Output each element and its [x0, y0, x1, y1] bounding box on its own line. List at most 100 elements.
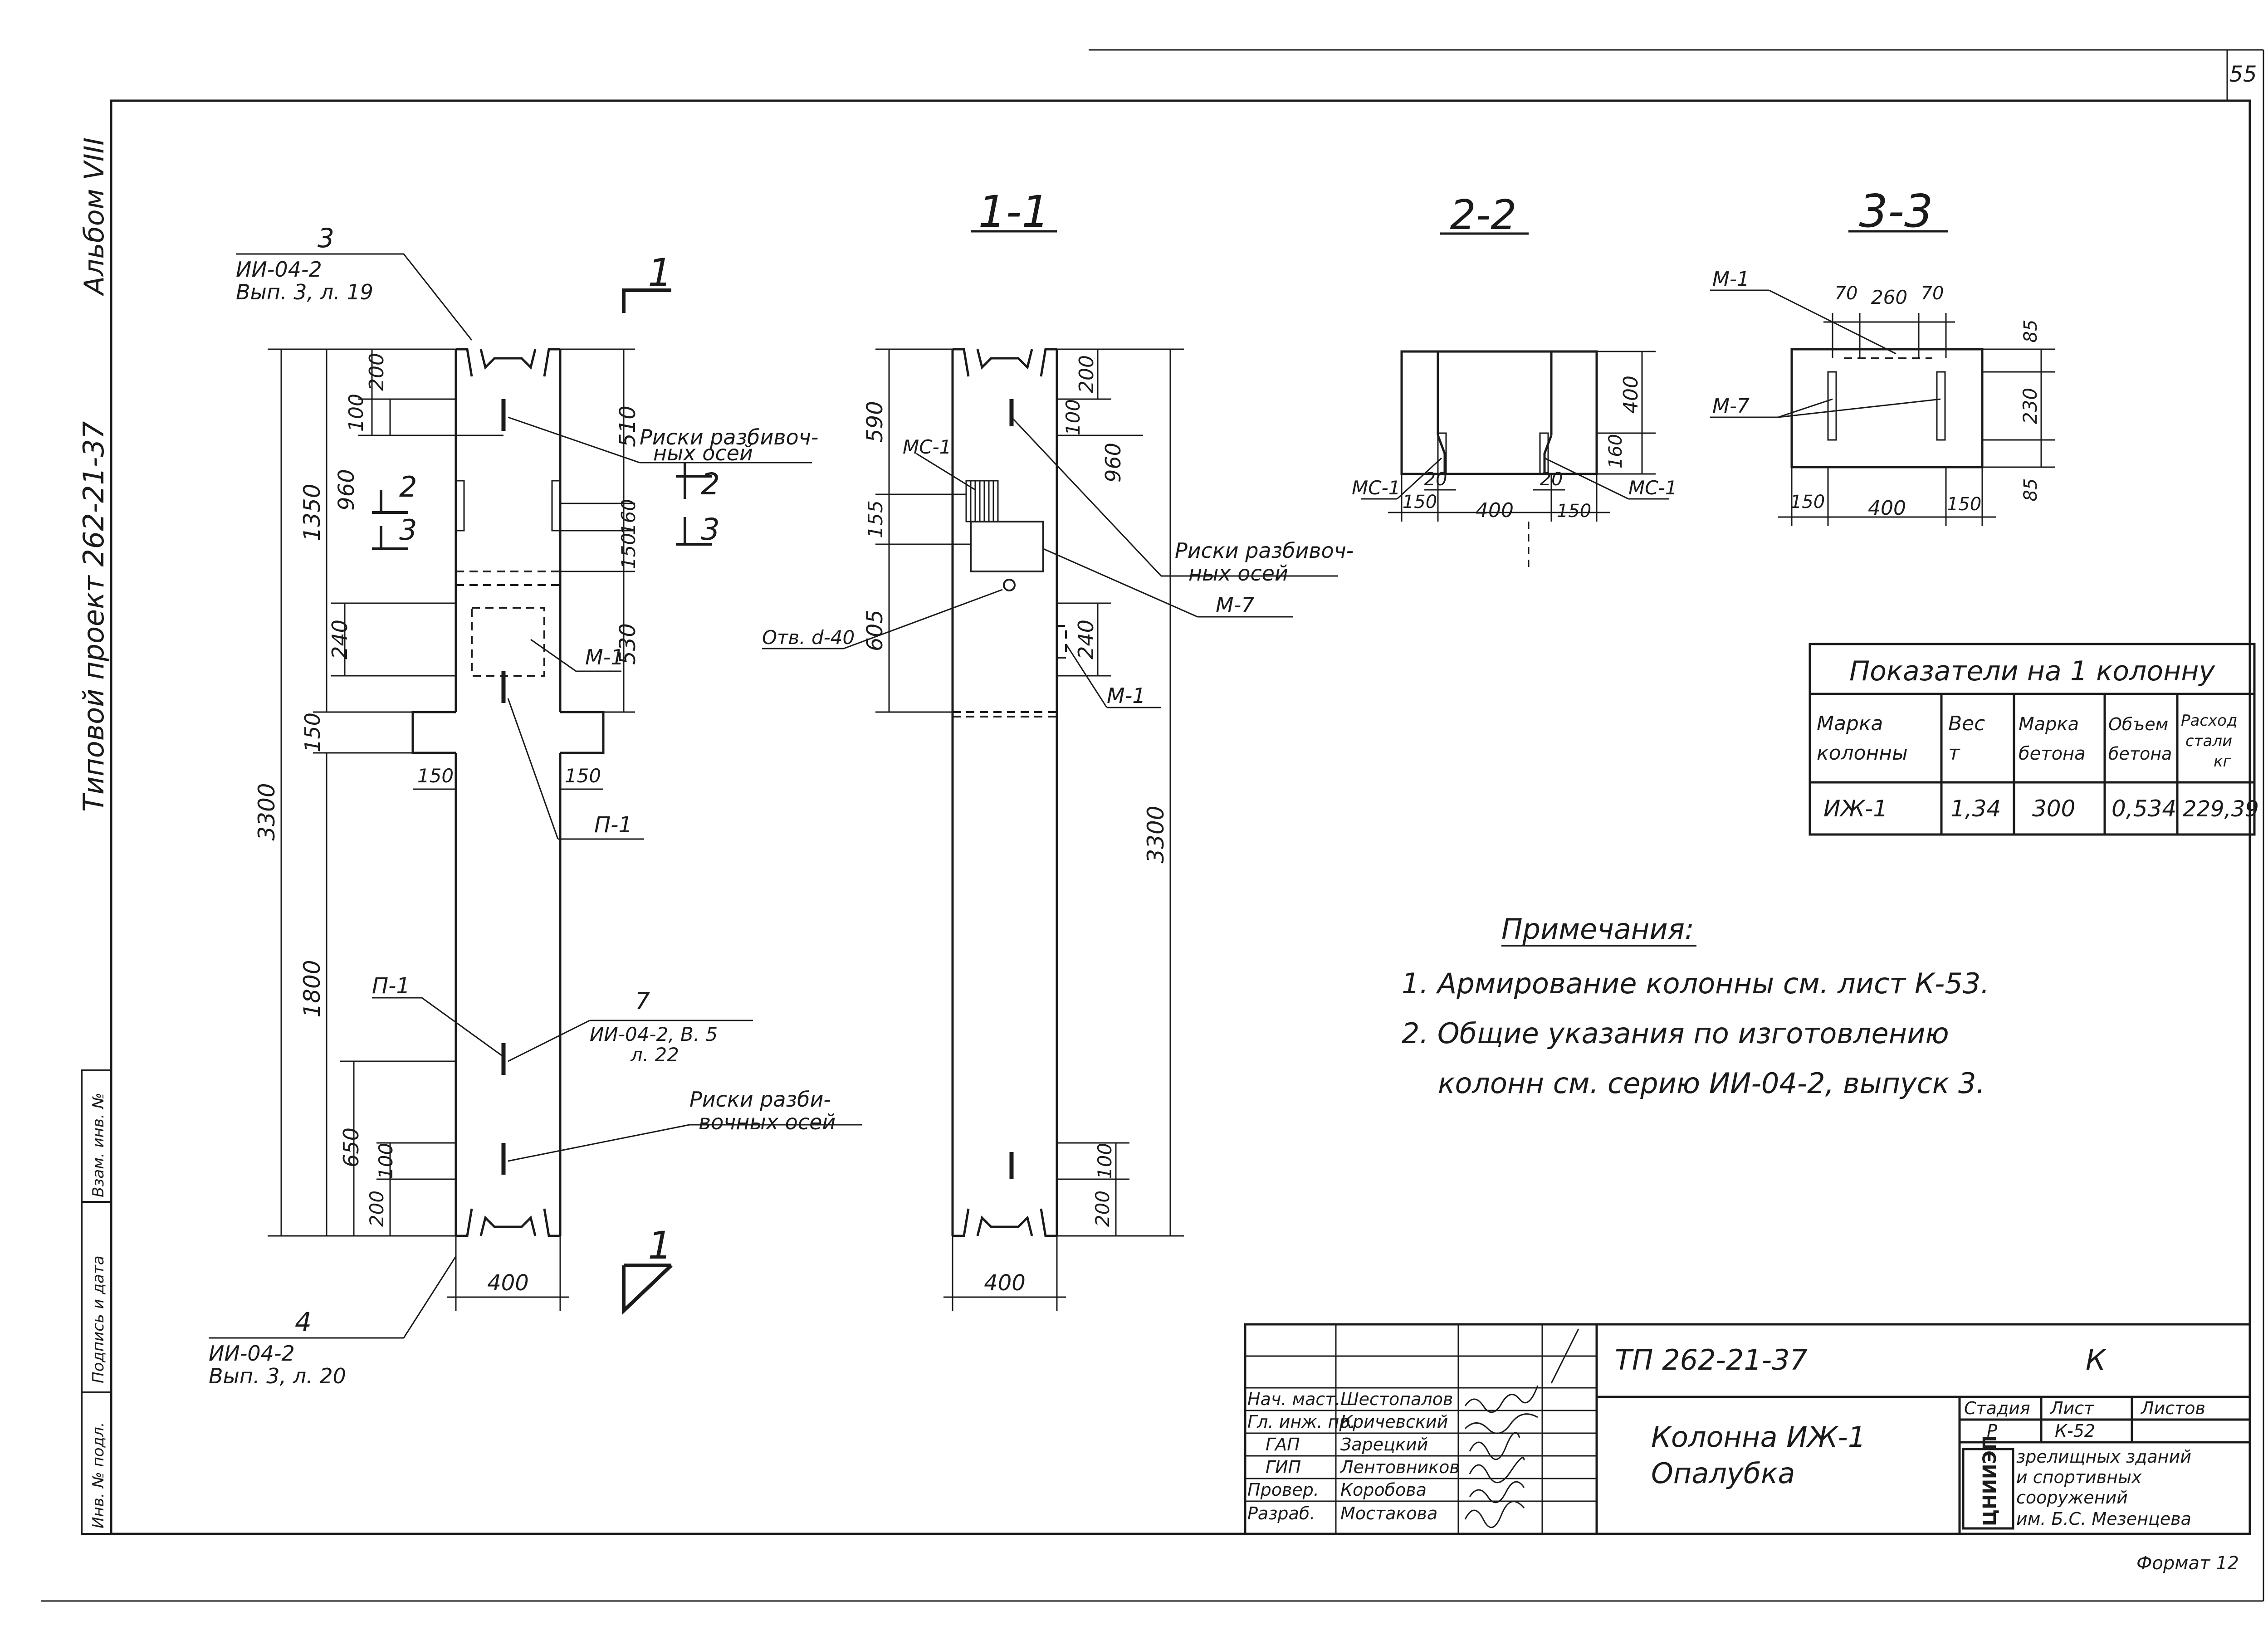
signatures [1464, 1328, 1579, 1528]
album-label: Альбом VIII [78, 137, 110, 297]
dim-650: 650 [339, 1127, 363, 1167]
section-1-1-title: 1-1 [978, 186, 1050, 237]
section-titles: 1-1 2-2 3-3 [971, 185, 1948, 239]
s22-mc1-left: МС-1 [1352, 477, 1400, 499]
org-name-line1: зрелищных зданий [2016, 1447, 2191, 1467]
role-nach-mast: Нач. маст. [1247, 1389, 1341, 1409]
s11-dim-590: 590 [862, 401, 888, 443]
cut-mark-bottom: 1 [648, 1223, 672, 1268]
notes-title: Примечания: [1501, 913, 1694, 946]
s33-dim-85-top: 85 [2020, 320, 2041, 343]
s22-mc1-right: МС-1 [1628, 477, 1677, 499]
format-label: Формат 12 [2136, 1553, 2239, 1574]
s22-dim-400-vertical: 400 [1619, 376, 1642, 414]
dim-3300: 3300 [254, 783, 280, 840]
dim-400-width: 400 [487, 1270, 529, 1296]
s33-dim-70-right: 70 [1921, 283, 1944, 304]
s11-dim-200: 200 [1075, 355, 1098, 393]
s11-dim-240: 240 [1074, 620, 1098, 659]
section-3-3-title: 3-3 [1859, 185, 1933, 238]
sheet-value: К-52 [2055, 1421, 2095, 1441]
left-margin-stamp [81, 1069, 112, 1535]
dim-100-bottom: 100 [375, 1143, 397, 1179]
s22-dim-160: 160 [1605, 434, 1626, 469]
role-gap: ГАП [1266, 1435, 1300, 1454]
dim-150-console-left: 150 [417, 765, 454, 787]
s33-dim-85-bottom: 85 [2020, 478, 2041, 502]
ref-top-line1: ИИ-04-2 [236, 257, 322, 282]
section-3-3: 70 260 70 85 230 85 150 400 150 М-1 М-7 [1710, 268, 2055, 526]
risk-bottom-label-2: вочных осей [699, 1110, 836, 1134]
org-name-line4: им. Б.С. Мезенцева [2016, 1509, 2191, 1529]
name-korobova: Коробова [1340, 1480, 1427, 1500]
stamp-inv-podl: Инв. № подл. [89, 1422, 108, 1528]
org-logo-box [1962, 1448, 2014, 1530]
table-cell-mark: ИЖ-1 [1823, 796, 1887, 822]
s33-dim-150-right: 150 [1947, 494, 1981, 515]
stamp-vzam: Взам. инв. № [89, 1093, 108, 1197]
org-logo: ЦНИИЭП [1980, 1435, 2000, 1526]
ref-bot-num: 4 [295, 1307, 312, 1337]
dim-100: 100 [345, 394, 368, 432]
s11-dim-3300: 3300 [1143, 805, 1169, 863]
table-title: Показатели на 1 колонну [1849, 655, 2216, 687]
dim-530: 530 [615, 623, 640, 665]
dim-1800: 1800 [299, 960, 325, 1017]
table-header-steel: Расход стали кг [2181, 712, 2242, 771]
name-lentovnikov: Лентовников [1339, 1457, 1460, 1477]
sheets-label: Листов [2140, 1398, 2205, 1418]
s11-mc1-label: МС-1 [903, 436, 951, 458]
s33-dim-70-left: 70 [1835, 283, 1858, 304]
stamp-podpis: Подпись и дата [89, 1255, 108, 1383]
sheet-label: Лист [2049, 1398, 2095, 1418]
s11-dim-200-bottom: 200 [1091, 1191, 1114, 1227]
drawing-title-line1: Колонна ИЖ-1 [1651, 1420, 1866, 1454]
s11-dim-605: 605 [862, 610, 888, 651]
table-cell-weight: 1,34 [1950, 796, 2001, 822]
m1-label: М-1 [585, 645, 624, 669]
s11-m1-label: М-1 [1107, 683, 1146, 708]
s22-dim-150-left: 150 [1403, 492, 1437, 512]
section-2-2-title: 2-2 [1450, 191, 1517, 239]
table-header-concrete-grade: Марка бетона [2019, 714, 2086, 764]
s22-dim-20-right: 20 [1540, 469, 1563, 490]
section-2-2: 20 20 150 400 150 400 160 МС-1 МС-1 [1352, 350, 1677, 571]
s11-dim-155: 155 [864, 500, 887, 538]
doc-letter: К [2086, 1343, 2107, 1376]
cut-mark-2-right: 2 [701, 467, 720, 502]
dim-200: 200 [365, 353, 388, 391]
table-cell-steel: 229,39 [2183, 796, 2259, 822]
column-elevation: 3300 1350 1800 150 960 100 200 240 650 1… [209, 223, 862, 1388]
dim-150-cons: 150 [300, 713, 325, 752]
dim-150-right: 150 [617, 533, 640, 569]
project-label: Типовой проект 262-21-37 [77, 421, 110, 812]
s22-dim-20-left: 20 [1424, 469, 1447, 490]
doc-code: ТП 262-21-37 [1615, 1343, 1808, 1376]
s11-dim-400: 400 [984, 1270, 1026, 1296]
dim-200-bottom: 200 [366, 1191, 388, 1227]
s33-dim-150-left: 150 [1790, 492, 1825, 512]
s11-dim-100-bottom: 100 [1094, 1143, 1116, 1179]
role-razrab: Разраб. [1247, 1503, 1315, 1523]
s11-dim-960: 960 [1101, 443, 1125, 483]
name-krichevsky: Кричевский [1340, 1412, 1448, 1432]
risk-top-label-2: ных осей [653, 441, 753, 465]
risk-top-label-1: Риски разбивоч- [640, 425, 818, 449]
org-name-line2: и спортивных [2016, 1467, 2142, 1487]
cut-mark-top: 1 [648, 250, 672, 295]
ref-mid-line1: ИИ-04-2, В. 5 [590, 1023, 718, 1045]
page-number: 55 [2229, 62, 2257, 87]
s33-dim-400: 400 [1868, 497, 1906, 520]
cut-mark-2-left: 2 [399, 470, 417, 503]
table-cell-concrete-grade: 300 [2032, 796, 2075, 822]
table-header-concrete-volume: Объем бетона [2108, 714, 2174, 764]
s11-otv-label: Отв. d-40 [762, 626, 855, 649]
ref-bot-line1: ИИ-04-2 [209, 1341, 295, 1366]
dim-960: 960 [334, 469, 359, 511]
dim-150-console-right: 150 [565, 765, 601, 787]
s11-risk-label-1: Риски разбивоч- [1175, 538, 1354, 563]
section-1-1: 590 155 605 200 100 960 240 3300 100 200… [762, 348, 1354, 1311]
s22-dim-400: 400 [1476, 499, 1514, 522]
s11-m7-label: М-7 [1216, 593, 1255, 617]
